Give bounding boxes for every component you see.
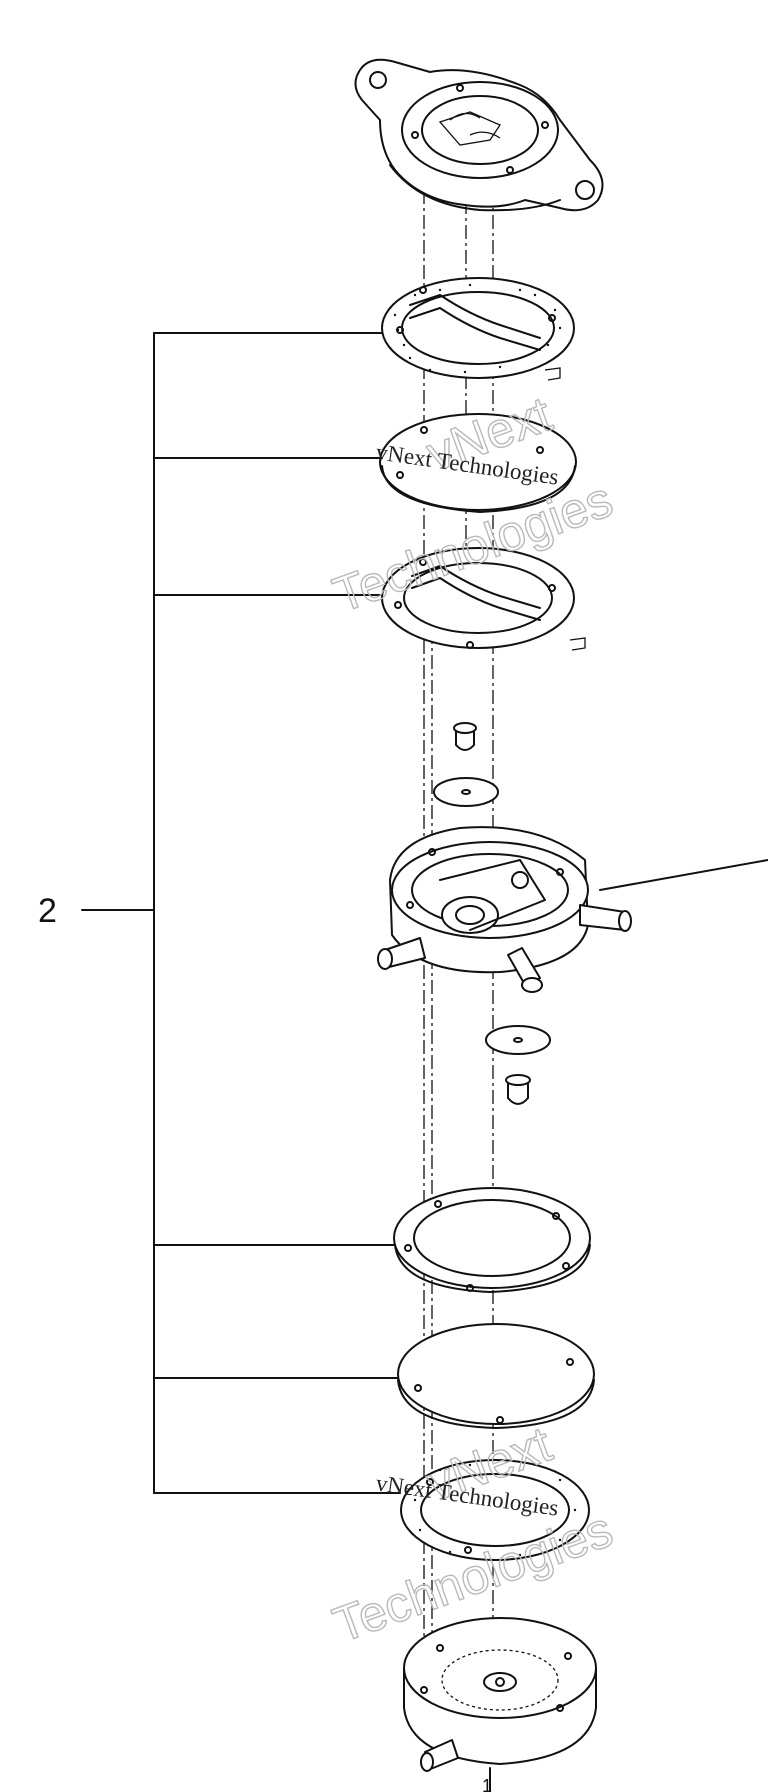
callout-bottom-label: 1 [482,1776,492,1792]
diaphragm-upper-part [379,413,577,513]
base-cover-part [403,1617,597,1792]
ring-gasket-part [393,1187,591,1293]
valve-upper-part [433,722,499,807]
callout-group-label: 2 [38,892,57,930]
gasket-lower-part [400,1459,590,1561]
group-bracket [81,332,401,1494]
pump-body-part [377,826,768,993]
gasket-middle-part [381,547,586,651]
top-cover-part [354,58,604,212]
diaphragm-lower-part [397,1323,595,1429]
gasket-upper-part [381,277,575,381]
valve-lower-part [485,1025,551,1105]
